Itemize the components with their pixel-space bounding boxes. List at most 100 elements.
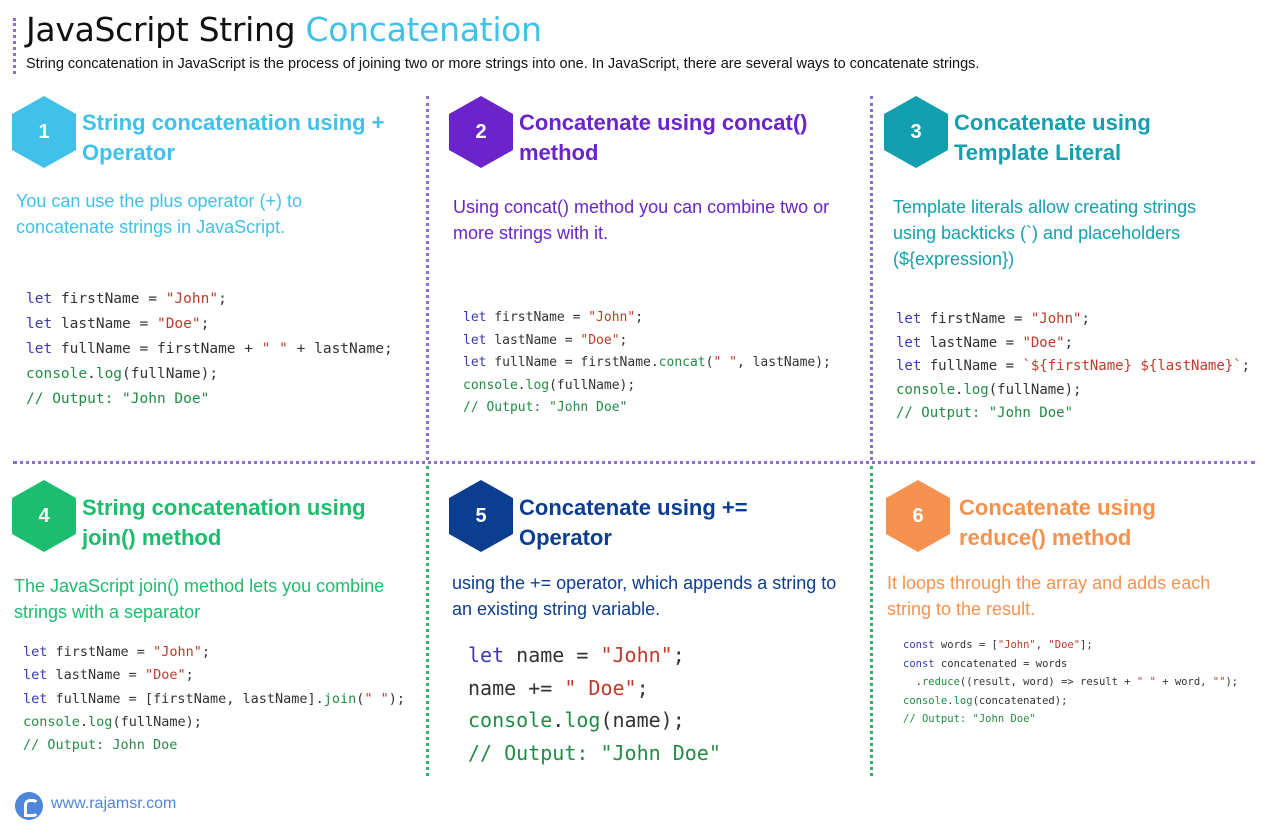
divider-col-2 — [870, 96, 873, 460]
code-line: let lastName = "Doe"; — [26, 312, 393, 337]
code-line: // Output: "John Doe" — [468, 737, 721, 770]
code-block: let firstName = "John";let lastName = "D… — [463, 307, 831, 420]
code-token: " " — [364, 690, 389, 707]
code-token: " " — [261, 341, 288, 357]
code-token: let — [463, 310, 487, 325]
code-token: log — [963, 381, 989, 398]
code-token: ; — [185, 667, 194, 684]
card-title: Concatenate using concat() method — [519, 110, 808, 165]
code-token: let — [23, 690, 48, 707]
code-token: ; — [1064, 334, 1074, 351]
code-token: "John" — [165, 291, 219, 307]
code-token: . — [903, 676, 922, 688]
code-token: let — [468, 643, 505, 667]
code-token: lastName = — [486, 332, 581, 348]
code-token: const — [903, 639, 935, 651]
code-token: console — [468, 708, 553, 733]
code-token: . — [947, 694, 954, 707]
code-token: "" — [1212, 676, 1226, 688]
code-token: (name); — [600, 708, 685, 733]
code-token: join — [323, 690, 357, 707]
code-token: ; — [672, 643, 685, 667]
code-token: " " — [1136, 676, 1156, 688]
code-token: firstName = — [486, 310, 589, 325]
code-token: fullName = firstName. — [486, 355, 659, 370]
code-token: " Doe" — [564, 675, 637, 700]
code-token: "John" — [997, 639, 1036, 651]
code-token: lastName = — [921, 334, 1023, 351]
code-token: const — [903, 657, 935, 670]
code-token: let — [26, 316, 53, 332]
code-token: (fullName); — [122, 366, 219, 382]
code-token: log — [953, 694, 973, 707]
code-block: let firstName = "John";let lastName = "D… — [896, 308, 1250, 426]
code-token: ( — [705, 355, 714, 370]
code-token: (fullName); — [112, 713, 202, 730]
code-token: ; — [619, 332, 628, 348]
page-subtitle: String concatenation in JavaScript is th… — [26, 56, 980, 72]
code-token: // Output: John Doe — [23, 737, 178, 754]
code-line: const concatenated = words — [903, 655, 1238, 674]
code-token: ; — [218, 291, 227, 307]
footer-url[interactable]: www.rajamsr.com — [51, 795, 177, 812]
code-token: "John" — [600, 643, 673, 667]
code-line: console.log(fullName); — [23, 711, 405, 734]
code-token: (fullName); — [988, 381, 1082, 398]
code-line: console.log(concatenated); — [903, 692, 1238, 711]
code-token: ( — [356, 690, 365, 707]
code-token: firstName = — [921, 311, 1031, 327]
code-line: console.log(fullName); — [463, 375, 831, 398]
code-token: let — [26, 291, 53, 307]
code-line: let lastName = "Doe"; — [463, 330, 831, 353]
code-token: "Doe" — [144, 667, 186, 684]
code-line: // Output: "John Doe" — [903, 710, 1238, 729]
code-token: console — [463, 377, 518, 393]
code-line: console.log(fullName); — [26, 362, 393, 387]
code-token: let — [896, 311, 922, 327]
code-token: let — [896, 334, 922, 351]
code-block: let firstName = "John";let lastName = "D… — [26, 287, 393, 412]
code-token: . — [79, 713, 89, 730]
code-token: console — [26, 366, 88, 382]
code-token: words = [ — [934, 639, 998, 651]
code-token: ; — [1241, 358, 1251, 374]
code-token: . — [517, 377, 526, 393]
code-token: `${firstName} ${lastName}` — [1022, 358, 1242, 374]
code-token: "Doe" — [1022, 334, 1065, 351]
code-token: name += — [468, 675, 565, 700]
code-token: log — [564, 708, 601, 733]
code-block: const words = ["John", "Doe"];const conc… — [903, 636, 1238, 729]
code-line: let firstName = "John"; — [896, 308, 1250, 332]
card-description: The JavaScript join() method lets you co… — [14, 576, 385, 622]
code-token: ; — [636, 675, 649, 700]
code-token: firstName = — [47, 644, 154, 660]
code-line: let firstName = "John"; — [463, 307, 831, 330]
divider-col-1 — [426, 96, 429, 460]
code-line: let fullName = firstName.concat(" ", las… — [463, 352, 831, 375]
code-token: let — [896, 358, 922, 374]
code-token: . — [955, 381, 964, 398]
card-description: Template literals allow creating strings… — [893, 197, 1197, 269]
card-number-badge: 4 — [12, 480, 76, 552]
divider-row — [13, 461, 1255, 464]
code-line: console.log(name); — [468, 704, 721, 737]
code-token: // Output: "John Doe" — [463, 400, 628, 415]
code-token: . — [552, 708, 565, 733]
code-token: fullName = firstName + — [52, 341, 262, 357]
code-token: let — [23, 644, 48, 660]
code-token: // Output: "John Doe" — [468, 741, 721, 766]
page-title: JavaScript String Concatenation — [26, 10, 542, 49]
card-number-badge: 5 — [449, 480, 513, 552]
code-line: let lastName = "Doe"; — [23, 664, 405, 687]
code-token: "Doe" — [1048, 639, 1081, 651]
code-block: let firstName = "John";let lastName = "D… — [23, 641, 405, 757]
header-accent-bar — [13, 18, 16, 74]
code-token: "Doe" — [580, 332, 620, 348]
code-token: log — [525, 377, 550, 393]
card-description: using the += operator, which appends a s… — [452, 573, 837, 619]
code-token: fullName = — [921, 358, 1023, 374]
code-token: "John" — [588, 310, 636, 325]
code-block: let name = "John";name += " Doe";console… — [468, 639, 721, 770]
code-token: , lastName); — [736, 355, 831, 370]
code-token: ; — [635, 310, 644, 325]
